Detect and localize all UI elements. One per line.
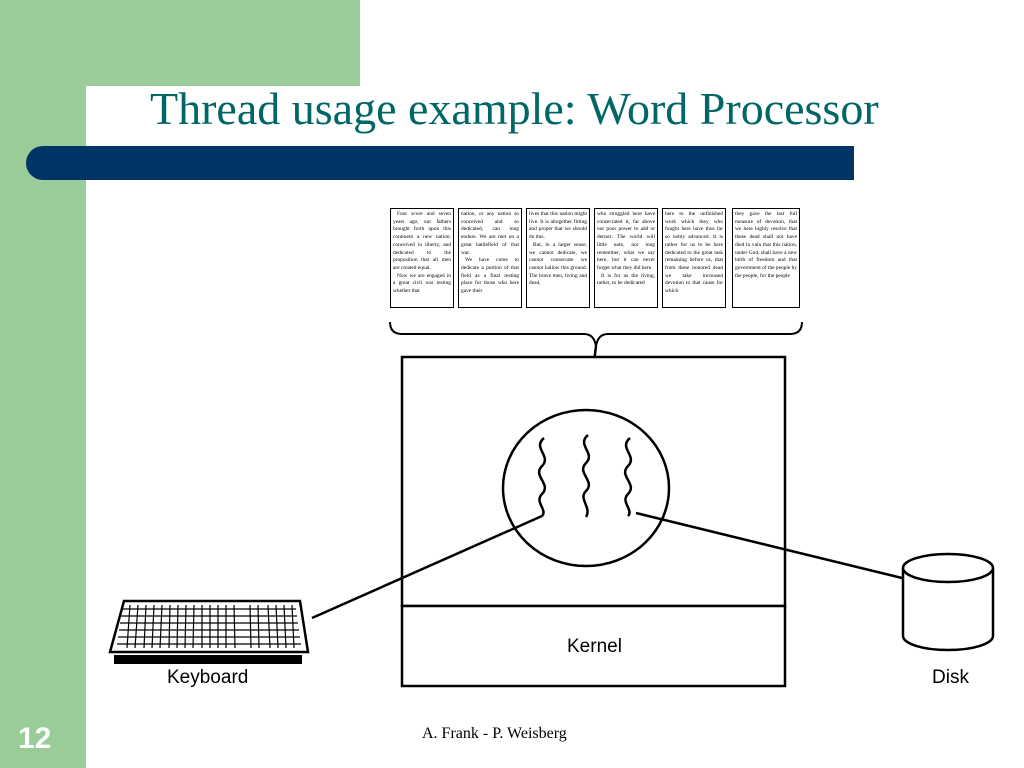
document-paragraph: they gave the last full measure of devot… — [735, 211, 797, 279]
document-paragraph: who struggled here have consecrated it, … — [597, 211, 655, 271]
process-circle — [501, 408, 671, 568]
document-column-5: here to the unfinished work which they w… — [662, 208, 726, 308]
document-paragraph: We have come to dedicate a portion of th… — [461, 257, 519, 295]
keyboard-icon — [108, 599, 310, 664]
disk-icon — [901, 552, 995, 652]
document-paragraph: It is for us the living, rather, to be d… — [597, 272, 655, 287]
thread-to-keyboard-line — [311, 514, 543, 620]
slide-number: 12 — [18, 722, 52, 755]
document-paragraph: here to the unfinished work which they w… — [665, 211, 723, 295]
document-paragraph: But, in a larger sense, we cannot dedica… — [529, 241, 587, 287]
thread-1-icon — [537, 437, 547, 517]
document-brace — [389, 321, 803, 347]
keyboard-label: Keyboard — [167, 667, 249, 688]
thread-to-disk-line — [635, 511, 903, 580]
disk-label: Disk — [932, 667, 969, 688]
thread-2-icon — [581, 434, 591, 518]
footer-credit: A. Frank - P. Weisberg — [422, 725, 567, 742]
side-band — [0, 0, 86, 768]
top-band — [86, 0, 360, 86]
document-column-1: Four score and seven years ago, our fath… — [390, 208, 454, 308]
title-underline-bar — [26, 146, 854, 180]
kernel-label: Kernel — [567, 636, 622, 657]
document-column-4: who struggled here have consecrated it, … — [594, 208, 658, 308]
document-paragraph: Now we are engaged in a great civil war … — [393, 272, 451, 295]
document-paragraph: nation, or any nation so conceived and s… — [461, 211, 519, 256]
document-paragraph: Four score and seven years ago, our fath… — [393, 211, 451, 271]
document-column-3: lives that this nation might live. It is… — [526, 208, 590, 308]
document-paragraph: lives that this nation might live. It is… — [529, 211, 587, 241]
document-column-2: nation, or any nation so conceived and s… — [458, 208, 522, 308]
document-column-6: they gave the last full measure of devot… — [732, 208, 800, 308]
slide-title: Thread usage example: Word Processor — [150, 83, 879, 134]
kernel-box — [400, 604, 787, 688]
thread-3-icon — [623, 437, 633, 517]
